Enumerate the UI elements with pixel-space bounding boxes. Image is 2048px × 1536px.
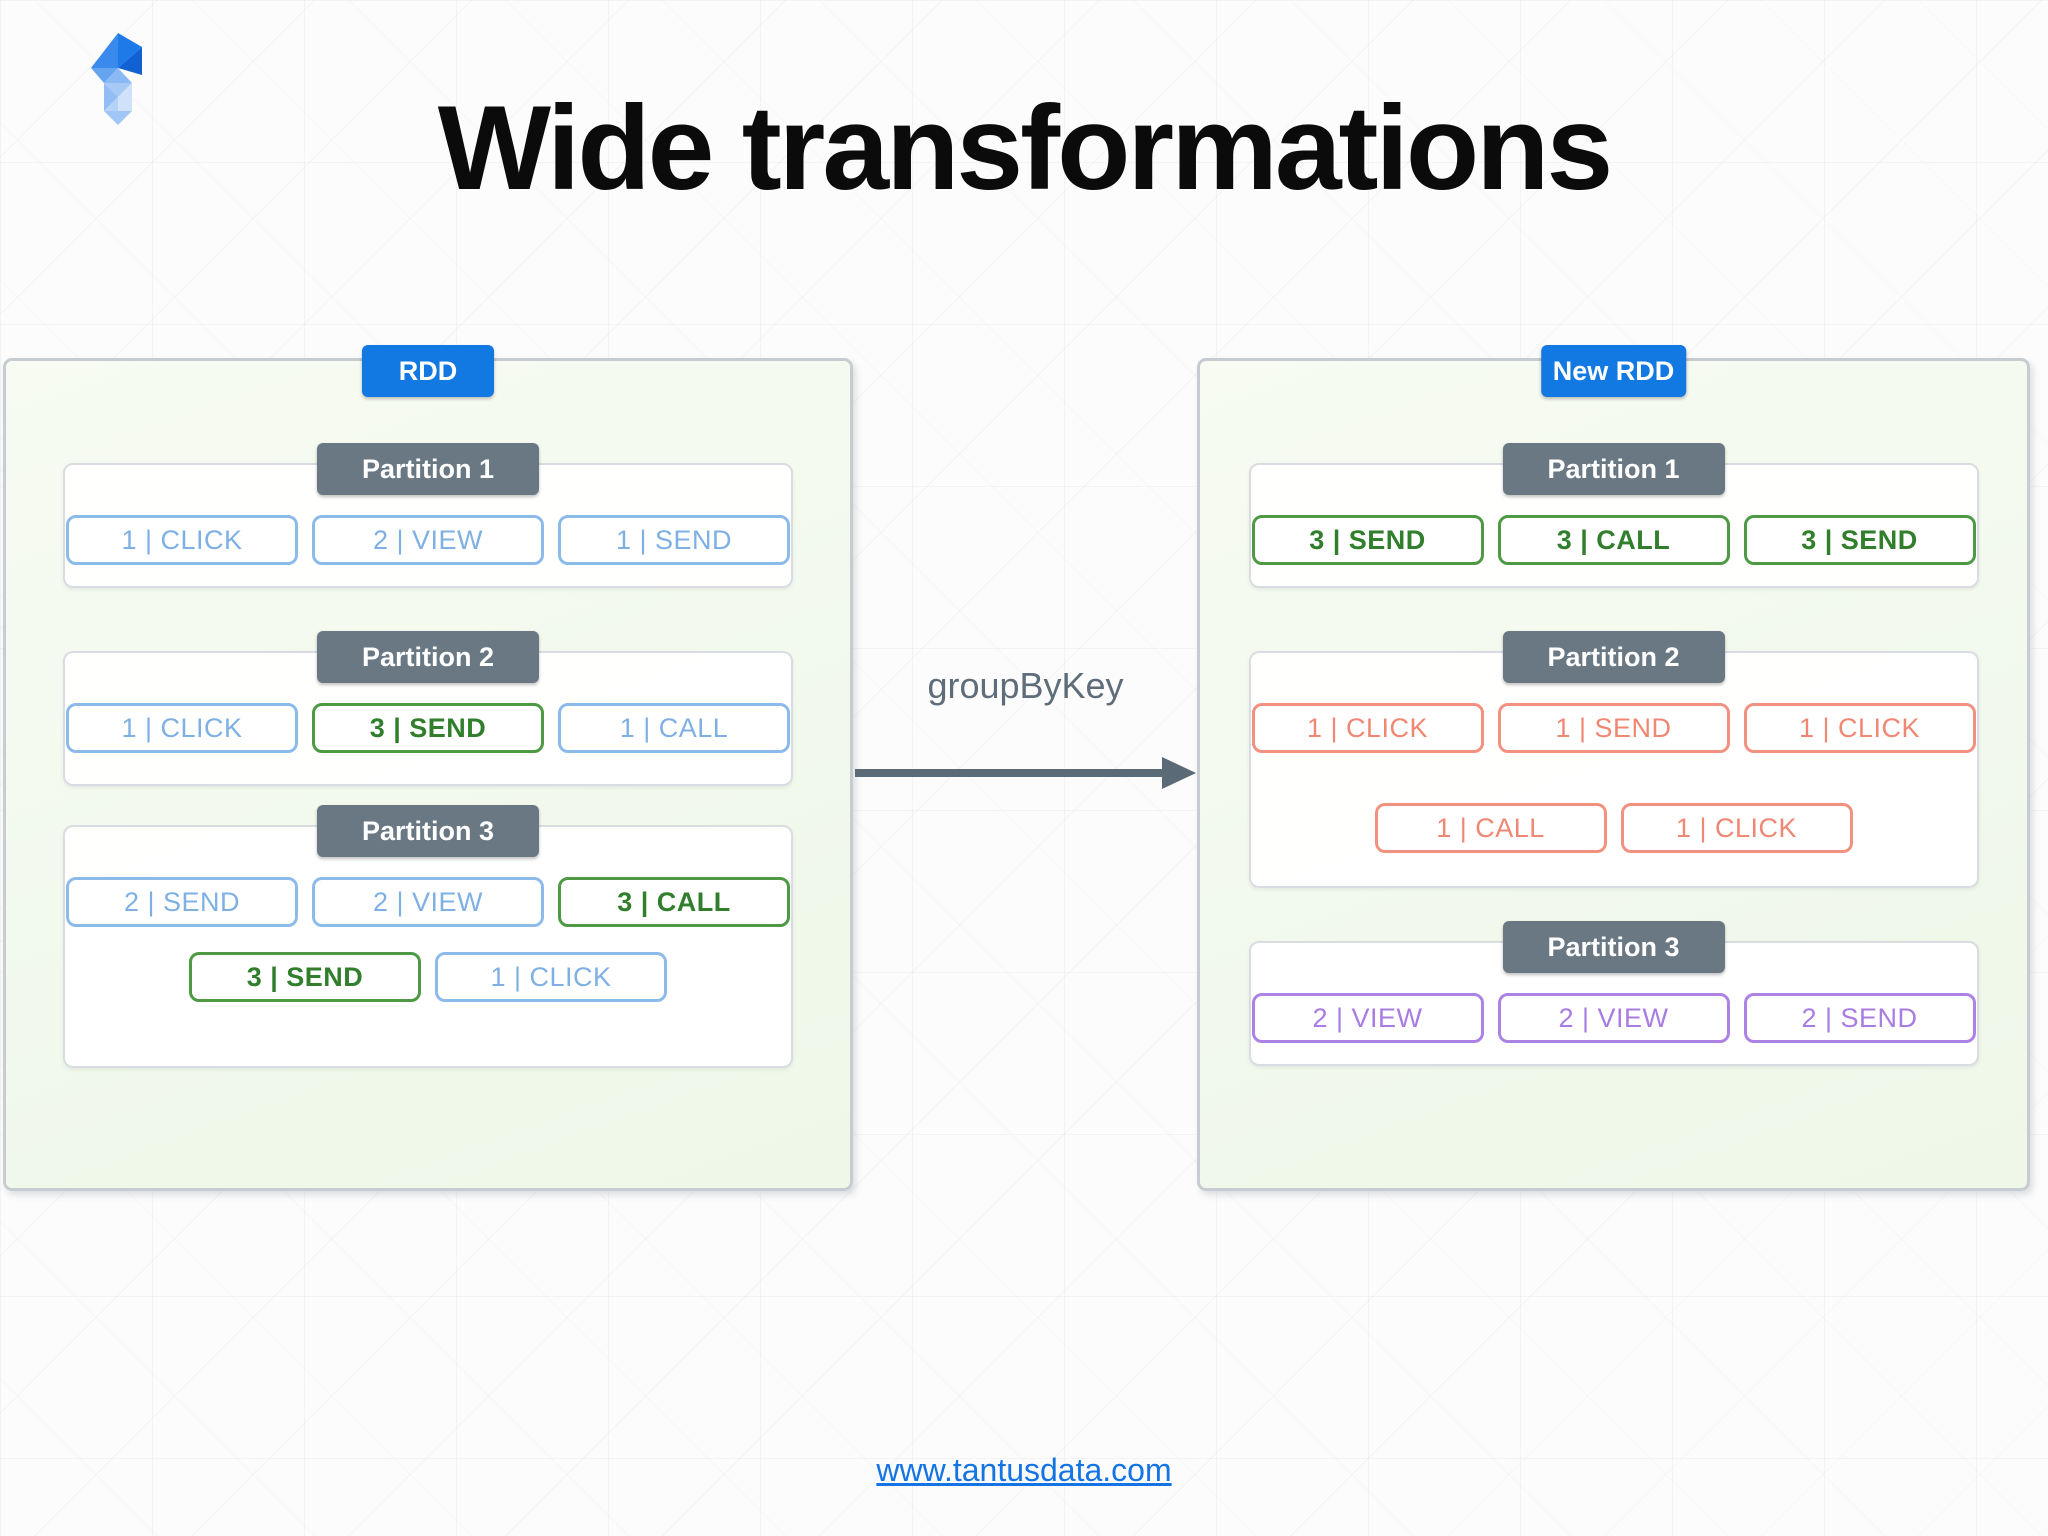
group-by-key-arrow [855,757,1196,789]
record-chip: 1 | CLICK [66,515,298,565]
partition-header: Partition 1 [1502,443,1725,495]
new-rdd-badge: New RDD [1540,345,1687,397]
record-row: 1 | CALL 1 | CLICK [1374,803,1853,853]
tantusdata-logo [91,33,142,125]
record-chip: 2 | SEND [66,877,298,927]
record-chip: 1 | CLICK [1620,803,1853,853]
page-title: Wide transformations [437,81,1613,215]
record-chip: 3 | CALL [1497,515,1730,565]
partition: Partition 1 3 | SEND 3 | CALL 3 | SEND [1248,443,1979,588]
partition-rows: 2 | VIEW 2 | VIEW 2 | SEND [1251,943,1977,1043]
partition-rows: 1 | CLICK 2 | VIEW 1 | SEND [65,465,791,565]
record-chip: 2 | VIEW [312,877,544,927]
record-chip: 1 | CLICK [435,952,667,1002]
record-row: 1 | CLICK 1 | SEND 1 | CLICK [1251,703,1976,753]
record-chip: 2 | VIEW [1497,993,1730,1043]
transformation: groupByKey [855,660,1196,810]
rdd-panel: RDD Partition 1 1 | CLICK 2 | VIEW 1 | SEND… [3,345,853,1191]
partition: Partition 2 1 | CLICK 3 | SEND 1 | CALL [63,631,793,786]
partition-rows: 2 | SEND 2 | VIEW 3 | CALL 3 | SEND 1 | CLIC… [65,827,791,1002]
rdd-badge: RDD [362,345,494,397]
partition-header: Partition 3 [317,805,539,857]
record-chip: 3 | SEND [189,952,421,1002]
record-chip: 1 | CLICK [66,703,298,753]
partition-rows: 3 | SEND 3 | CALL 3 | SEND [1251,465,1977,565]
record-row: 2 | VIEW 2 | VIEW 2 | SEND [1251,993,1976,1043]
record-chip: 1 | CLICK [1743,703,1976,753]
record-row: 3 | SEND 1 | CLICK [189,952,667,1002]
record-chip: 1 | SEND [558,515,790,565]
arrow-line [855,769,1163,777]
record-row: 3 | SEND 3 | CALL 3 | SEND [1251,515,1976,565]
partition-header: Partition 1 [317,443,539,495]
partition: Partition 1 1 | CLICK 2 | VIEW 1 | SEND [63,443,793,588]
arrow-head-icon [1162,757,1196,789]
record-row: 2 | SEND 2 | VIEW 3 | CALL [66,877,790,927]
record-chip: 3 | SEND [1743,515,1976,565]
partition: Partition 3 2 | SEND 2 | VIEW 3 | CALL 3 | S… [63,805,793,1068]
record-chip: 2 | VIEW [1251,993,1484,1043]
record-chip: 1 | CLICK [1251,703,1484,753]
record-chip: 1 | SEND [1497,703,1730,753]
record-chip: 1 | CALL [1374,803,1607,853]
partition-rows: 1 | CLICK 3 | SEND 1 | CALL [65,653,791,753]
footer-link[interactable]: www.tantusdata.com [876,1452,1172,1488]
record-chip: 2 | VIEW [312,515,544,565]
record-chip: 3 | SEND [1251,515,1484,565]
partition-rows: 1 | CLICK 1 | SEND 1 | CLICK 1 | CALL 1 | CL… [1251,653,1977,853]
partition: Partition 3 2 | VIEW 2 | VIEW 2 | SEND [1248,921,1979,1066]
record-chip: 2 | SEND [1743,993,1976,1043]
record-chip: 3 | CALL [558,877,790,927]
group-by-key-label: groupByKey [927,665,1124,706]
record-chip: 3 | SEND [312,703,544,753]
record-row: 1 | CLICK 2 | VIEW 1 | SEND [66,515,790,565]
record-chip: 1 | CALL [558,703,790,753]
partition-header: Partition 2 [317,631,539,683]
record-row: 1 | CLICK 3 | SEND 1 | CALL [66,703,790,753]
partition-header: Partition 3 [1502,921,1725,973]
partition-header: Partition 2 [1502,631,1725,683]
